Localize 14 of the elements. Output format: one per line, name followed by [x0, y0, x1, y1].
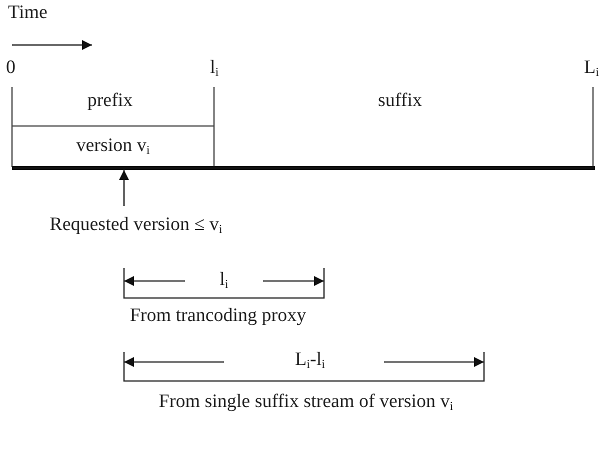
node-label: version v$_{i}$ [76, 135, 150, 159]
node-label: Requested version ≤ v$_{i}$ [50, 214, 222, 238]
tick-label: l$_{i}$ [210, 58, 219, 80]
timeline-bar [12, 166, 595, 170]
dimension-label: L$_{i}$-l$_{i}$ [294, 350, 326, 372]
dimension-label: l$_{i}$ [220, 270, 228, 292]
tick-label: 0 [6, 58, 16, 79]
segment-label: prefix [87, 91, 133, 112]
arrow [119, 170, 129, 206]
segment-label: suffix [378, 91, 422, 112]
caption: From single suffix stream of version v$_{i}$ [158, 392, 454, 414]
tick-label: L$_{i}$ [584, 58, 600, 80]
caption: From trancoding proxy [130, 306, 306, 327]
axis-title: Time [8, 3, 48, 24]
